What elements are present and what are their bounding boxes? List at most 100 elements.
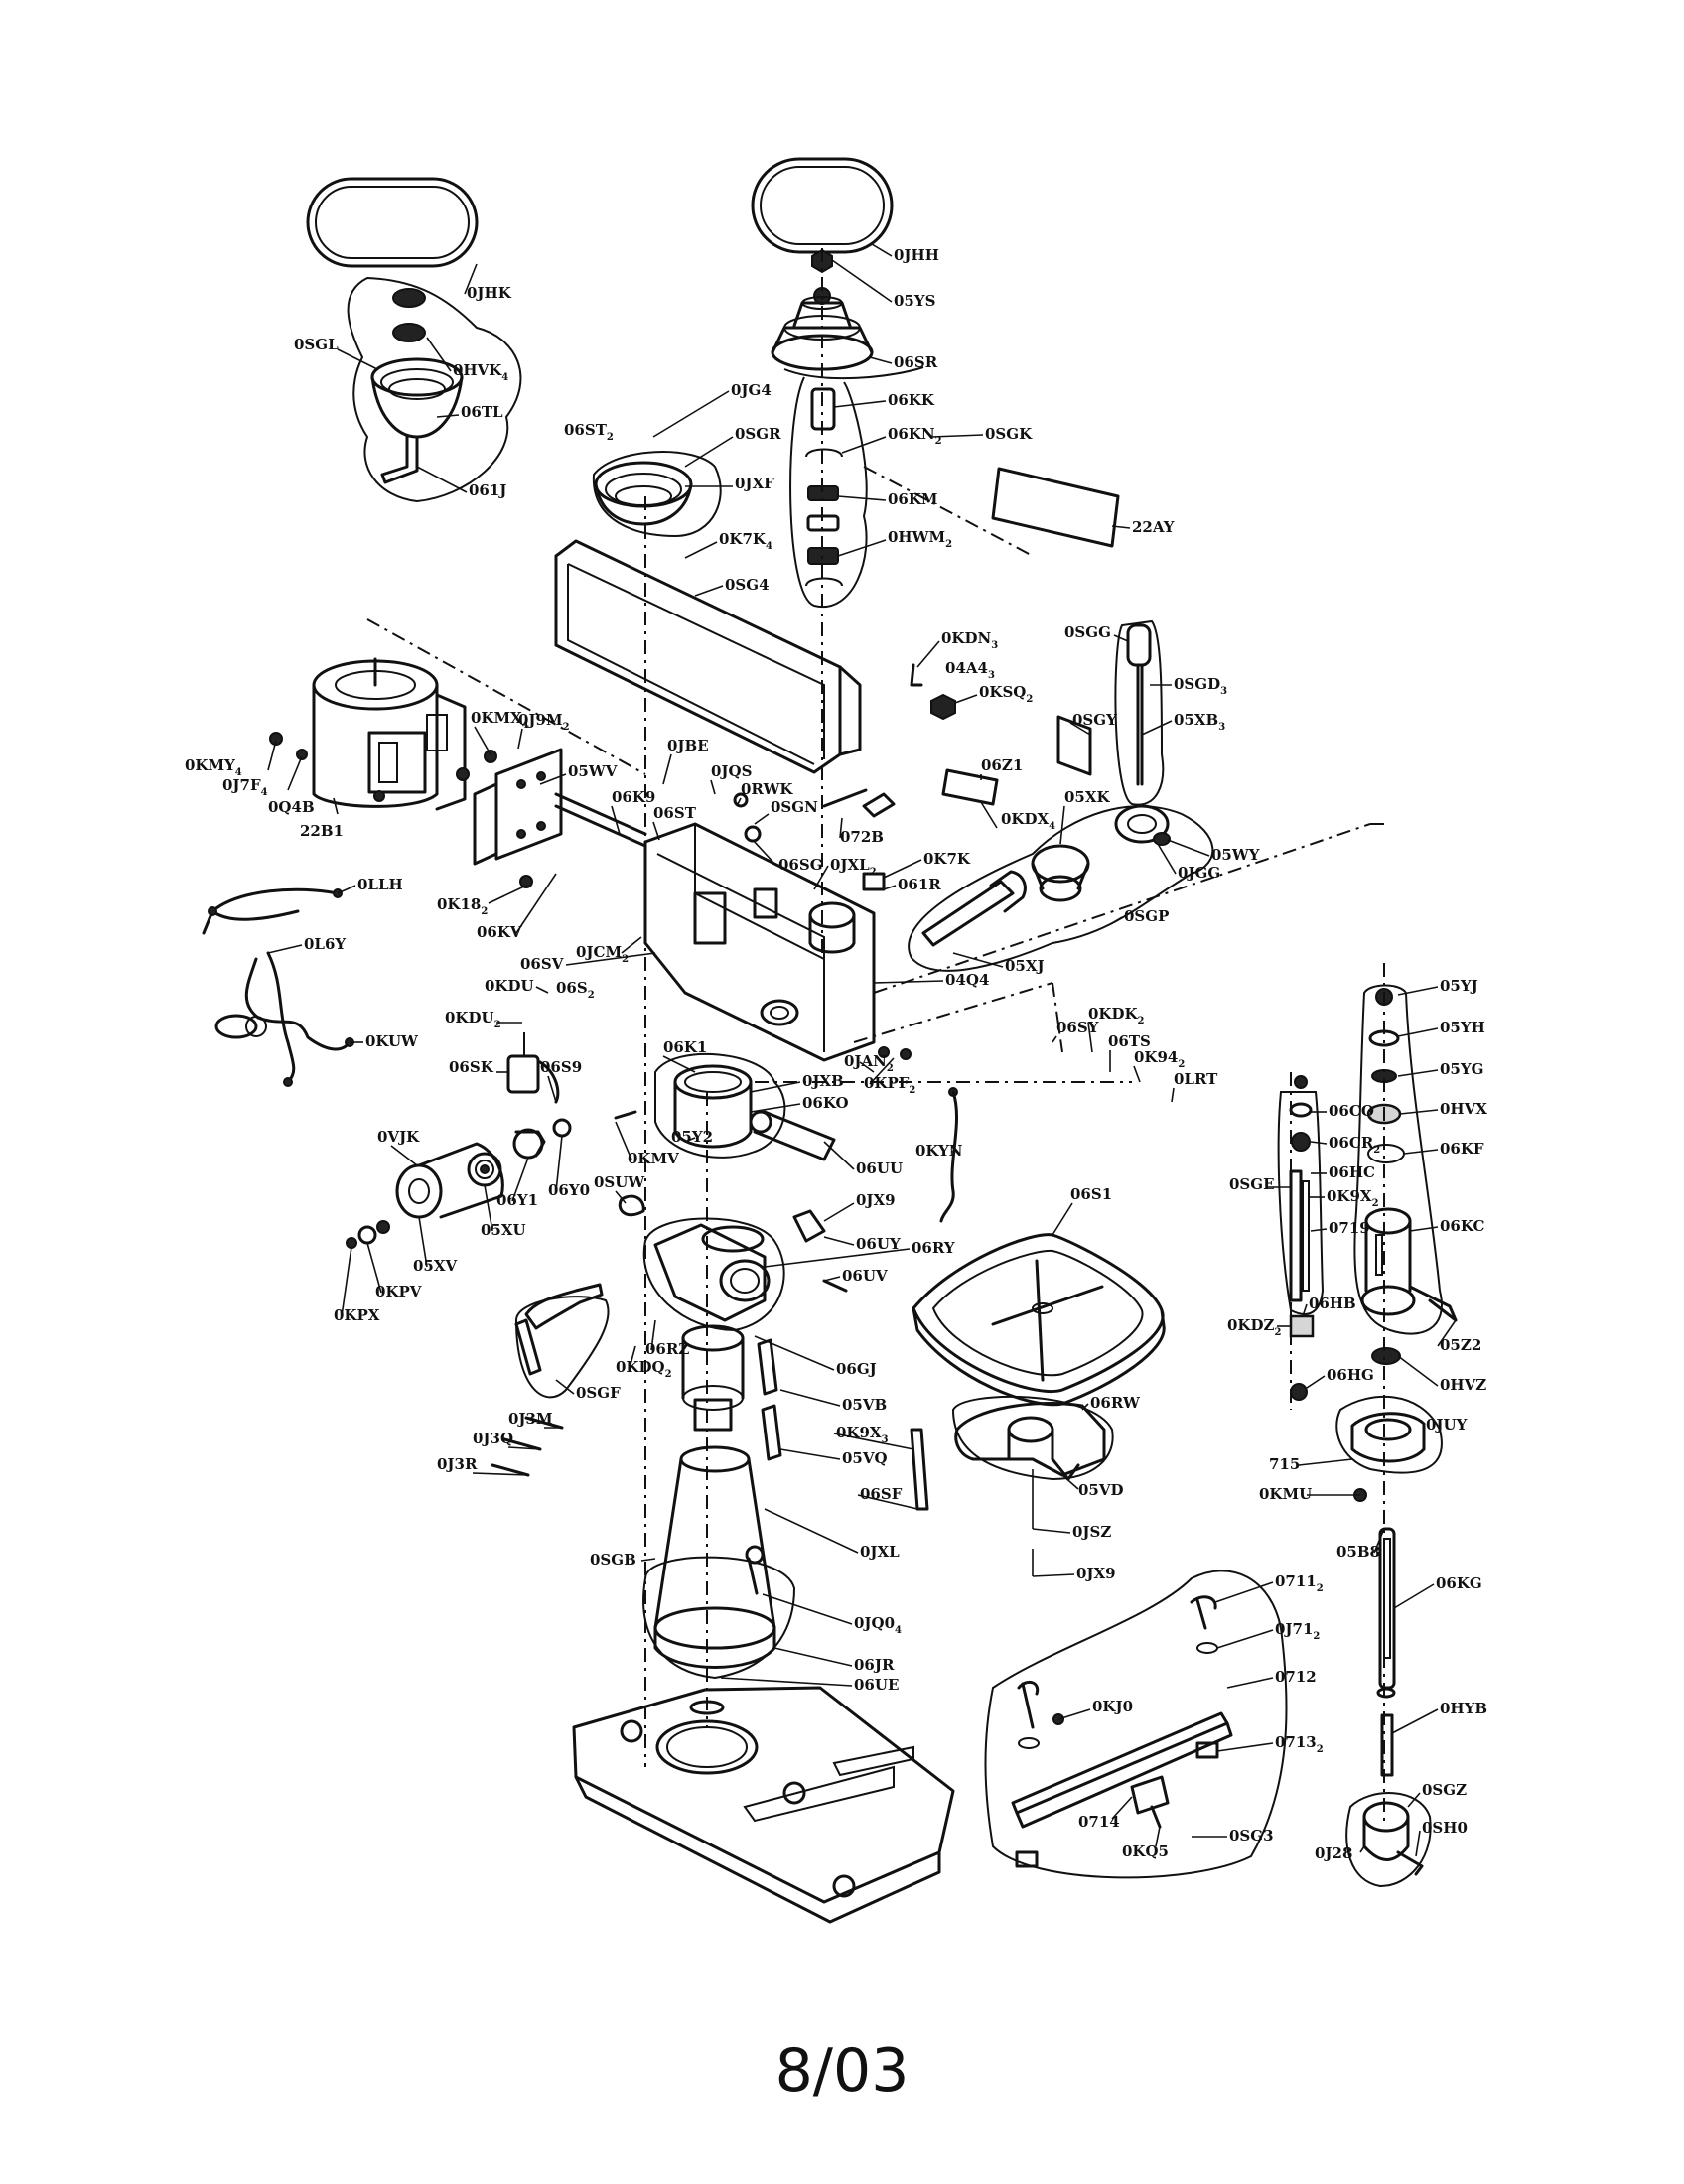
part-label: 0KMU [1259, 1485, 1312, 1503]
part-label: 0LLH [357, 876, 403, 893]
part-label: 0JG4 [731, 381, 772, 399]
part-label: 06TS [1108, 1032, 1151, 1050]
part-label: 0SUW [594, 1173, 645, 1191]
part-label: 06TL [461, 403, 503, 421]
part-label: 0SG3 [1229, 1827, 1274, 1844]
part-label: 0JHH [894, 246, 939, 264]
table-bracket [642, 1217, 785, 1332]
part-label: 05XJ [1005, 957, 1045, 975]
part-label: 06K9 [612, 788, 655, 806]
part-label: 0JGG [1178, 864, 1220, 882]
part-label: 06UV [842, 1267, 888, 1285]
leader-lines [267, 243, 1457, 1857]
part-label: 061R [898, 876, 941, 893]
switch-wiring [214, 951, 354, 1087]
part-label: 0SGE [1229, 1175, 1275, 1193]
part-label: 06UU [856, 1160, 903, 1177]
belt-guard [554, 539, 862, 774]
motor-bracket [456, 748, 647, 888]
part-label: 05YJ [1440, 977, 1478, 995]
part-label: 0KDX4 [1001, 810, 1055, 832]
part-label: 0KDN3 [941, 629, 998, 651]
spindle [1335, 1395, 1443, 1888]
belt-left [306, 177, 479, 268]
part-label: 0JX9 [1076, 1565, 1116, 1582]
part-label: 06UY [856, 1235, 901, 1253]
part-label: 0SG4 [725, 576, 770, 594]
part-label: 0JSZ [1072, 1523, 1111, 1541]
column-fasteners [491, 1416, 765, 1595]
part-label: 06UE [854, 1676, 899, 1694]
pinion-shaft [749, 1087, 959, 1293]
part-label: 0LRT [1174, 1070, 1218, 1088]
part-label: 0KDZ2 [1227, 1316, 1281, 1338]
page-footer: 8/03 [775, 2036, 910, 2106]
part-label: 0J3R [437, 1455, 478, 1473]
part-label: 0RWK [741, 780, 793, 798]
part-label: 0HVZ [1440, 1376, 1486, 1394]
part-label: 0HVK4 [453, 361, 508, 383]
part-label: 0J3Q [473, 1430, 513, 1447]
part-label: 0JCM2 [576, 943, 629, 965]
part-label: 0KDU [485, 977, 534, 995]
part-label: 0SGR [735, 425, 781, 443]
part-label: 06KF [1440, 1140, 1484, 1158]
part-label: 0KUW [365, 1032, 419, 1050]
part-label: 05B8 [1336, 1543, 1380, 1561]
part-label: 0J7F4 [222, 776, 268, 798]
part-label: 0JUY [1426, 1416, 1468, 1433]
part-label: 0KSQ2 [979, 683, 1033, 705]
feed-shaft [908, 804, 1214, 972]
part-label: 0JXB [802, 1072, 844, 1090]
part-label: 05YS [894, 292, 935, 310]
part-label: 0KJ0 [1092, 1698, 1133, 1715]
part-label: 0JQS [711, 762, 752, 780]
part-label: 05VQ [842, 1449, 888, 1467]
power-cord [202, 887, 343, 935]
part-label: 0SH0 [1422, 1819, 1468, 1837]
part-label: 06JR [854, 1656, 895, 1674]
part-label: 0K7K4 [719, 530, 772, 552]
part-label: 0SGZ [1422, 1781, 1467, 1799]
part-label: 06Y0 [548, 1181, 590, 1199]
column [642, 1324, 796, 1680]
part-label: 0JXL [860, 1543, 900, 1561]
part-label: 0J712 [1275, 1620, 1320, 1642]
part-label: 072B [840, 828, 884, 846]
motor [269, 657, 467, 811]
part-label: 0HWM2 [888, 528, 952, 550]
part-label: 05WY [1211, 846, 1260, 864]
part-label: 0J9M2 [518, 711, 570, 733]
parts-artwork [202, 157, 1458, 1924]
part-label: 06KG [1436, 1574, 1482, 1592]
part-label: 06Z1 [981, 756, 1023, 774]
part-label: 06KM [888, 490, 938, 508]
part-label: 0SGN [771, 798, 818, 816]
laser-bracket [984, 1570, 1288, 1879]
part-label: 06S2 [556, 979, 595, 1001]
part-label: 06Y1 [496, 1191, 538, 1209]
part-label: 0SGF [576, 1384, 621, 1402]
part-label: 06RZ [645, 1340, 689, 1358]
part-label: 0J28 [1315, 1844, 1352, 1862]
part-label: 0SGG [1064, 623, 1111, 641]
part-label: 06SF [860, 1485, 903, 1503]
part-label: 06KC [1440, 1217, 1485, 1235]
part-label: 05XB3 [1174, 711, 1225, 733]
part-label: 06S1 [1070, 1185, 1112, 1203]
part-label: 0K7K [923, 850, 971, 868]
part-label: 07132 [1275, 1733, 1324, 1755]
part-label: 061J [469, 481, 506, 499]
part-label: 05XV [413, 1257, 458, 1275]
part-label: 0SGP [1124, 907, 1169, 925]
spindle-shaft-parts [789, 376, 868, 609]
part-label: 0719 [1329, 1219, 1370, 1237]
part-label: 0HVX [1440, 1100, 1487, 1118]
part-label: 0JHK [467, 284, 512, 302]
part-label: 0714 [1078, 1813, 1120, 1831]
part-label: 0Q4B [268, 798, 315, 816]
part-label: 0KDQ2 [616, 1358, 672, 1380]
part-label: 06HB [1309, 1295, 1356, 1312]
part-label: 715 [1269, 1455, 1300, 1473]
part-label: 0K9X3 [836, 1424, 889, 1445]
